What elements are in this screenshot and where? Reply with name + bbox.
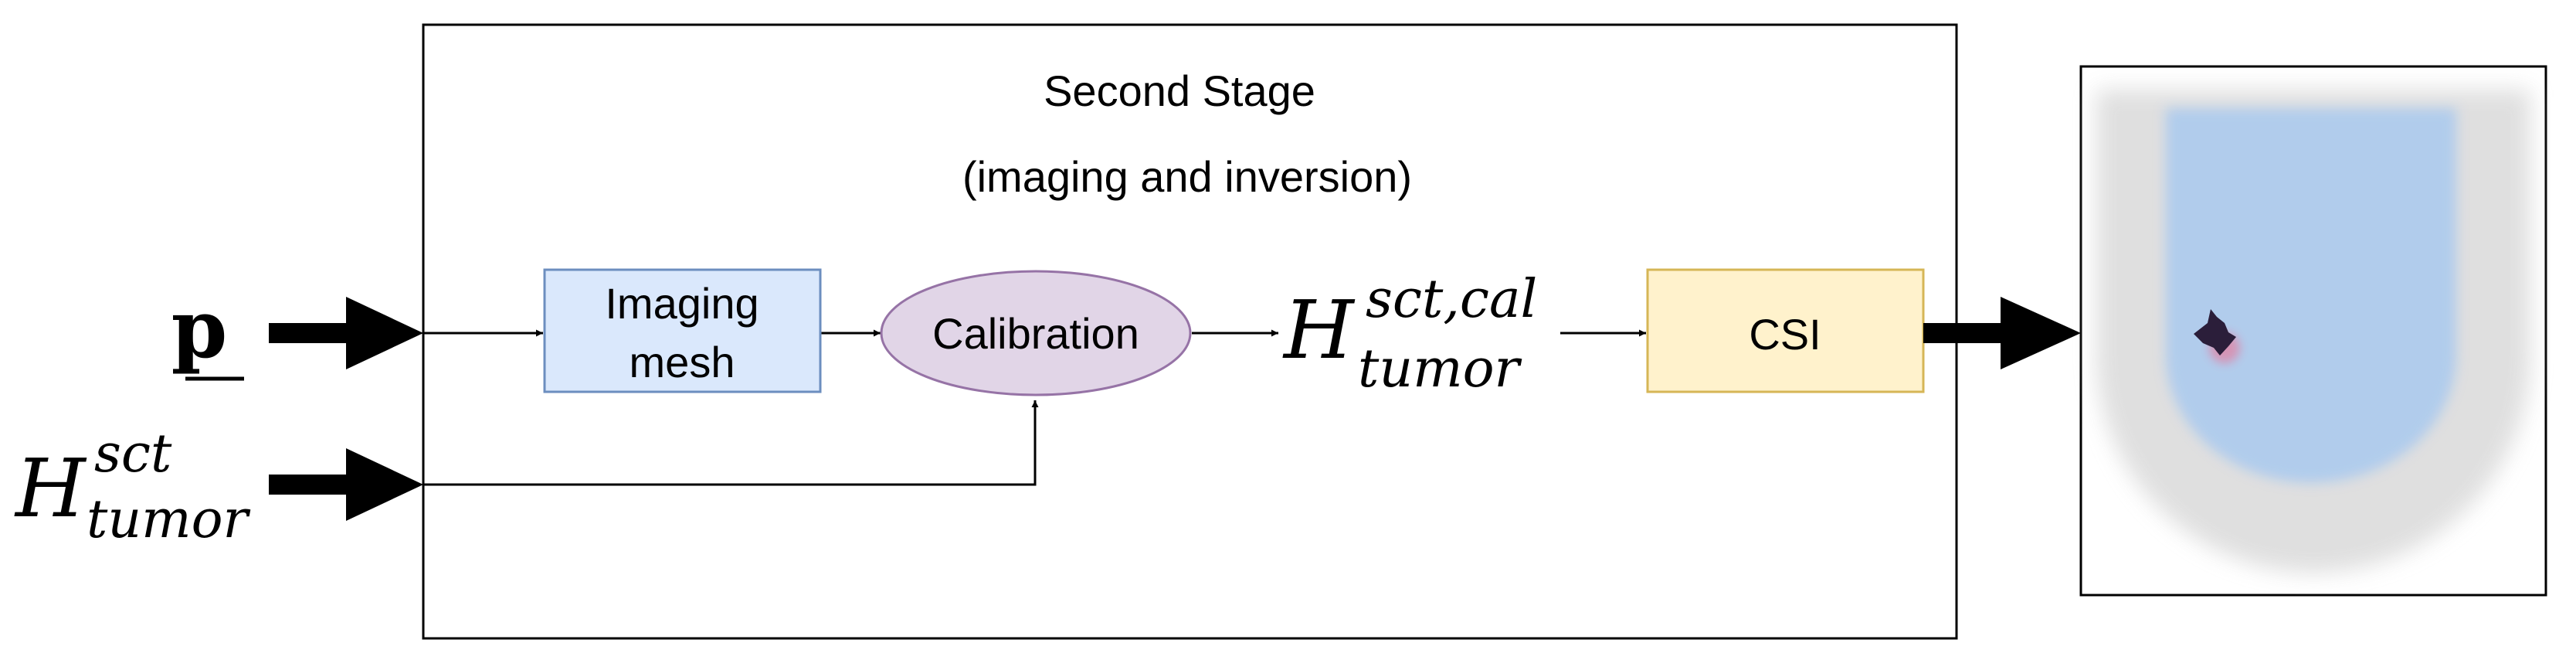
reconstruction-image — [2079, 65, 2547, 597]
thick-arrow-output — [1923, 297, 2081, 369]
calibrated-h-sub: tumor — [1358, 339, 1522, 400]
output-blue-region — [2166, 108, 2456, 483]
csi-label: CSI — [1749, 310, 1821, 359]
csi-node: CSI — [1646, 268, 1925, 393]
calibration-node: Calibration — [880, 270, 1192, 396]
imaging-mesh-label-line2: mesh — [630, 338, 735, 386]
imaging-mesh-node: Imaging mesh — [543, 268, 822, 393]
calibrated-h-base: H — [1282, 283, 1356, 377]
calibrated-h-sup: sct,cal — [1366, 269, 1537, 330]
calibration-ellipse — [880, 270, 1192, 396]
imaging-mesh-box — [543, 268, 822, 393]
imaging-mesh-label-line1: Imaging — [605, 279, 759, 328]
input-h-sct-tumor-label: H sct tumor — [14, 424, 251, 550]
output-tumor-shape — [2194, 309, 2236, 356]
calibrated-h-label: H sct,cal tumor — [1282, 269, 1537, 400]
input-h-sub: tumor — [87, 489, 251, 550]
arrow-h-to-calibration — [423, 400, 1039, 486]
input-p-symbol: p — [171, 281, 228, 376]
input-h-sup: sct — [94, 424, 172, 485]
input-h-base: H — [14, 441, 87, 536]
calibration-label: Calibration — [932, 309, 1139, 358]
thick-arrow-h — [269, 448, 423, 521]
stage-title: Second Stage — [1044, 66, 1315, 115]
thick-arrow-p — [269, 297, 423, 369]
csi-box — [1646, 268, 1925, 393]
stage-subtitle: (imaging and inversion) — [962, 152, 1412, 201]
